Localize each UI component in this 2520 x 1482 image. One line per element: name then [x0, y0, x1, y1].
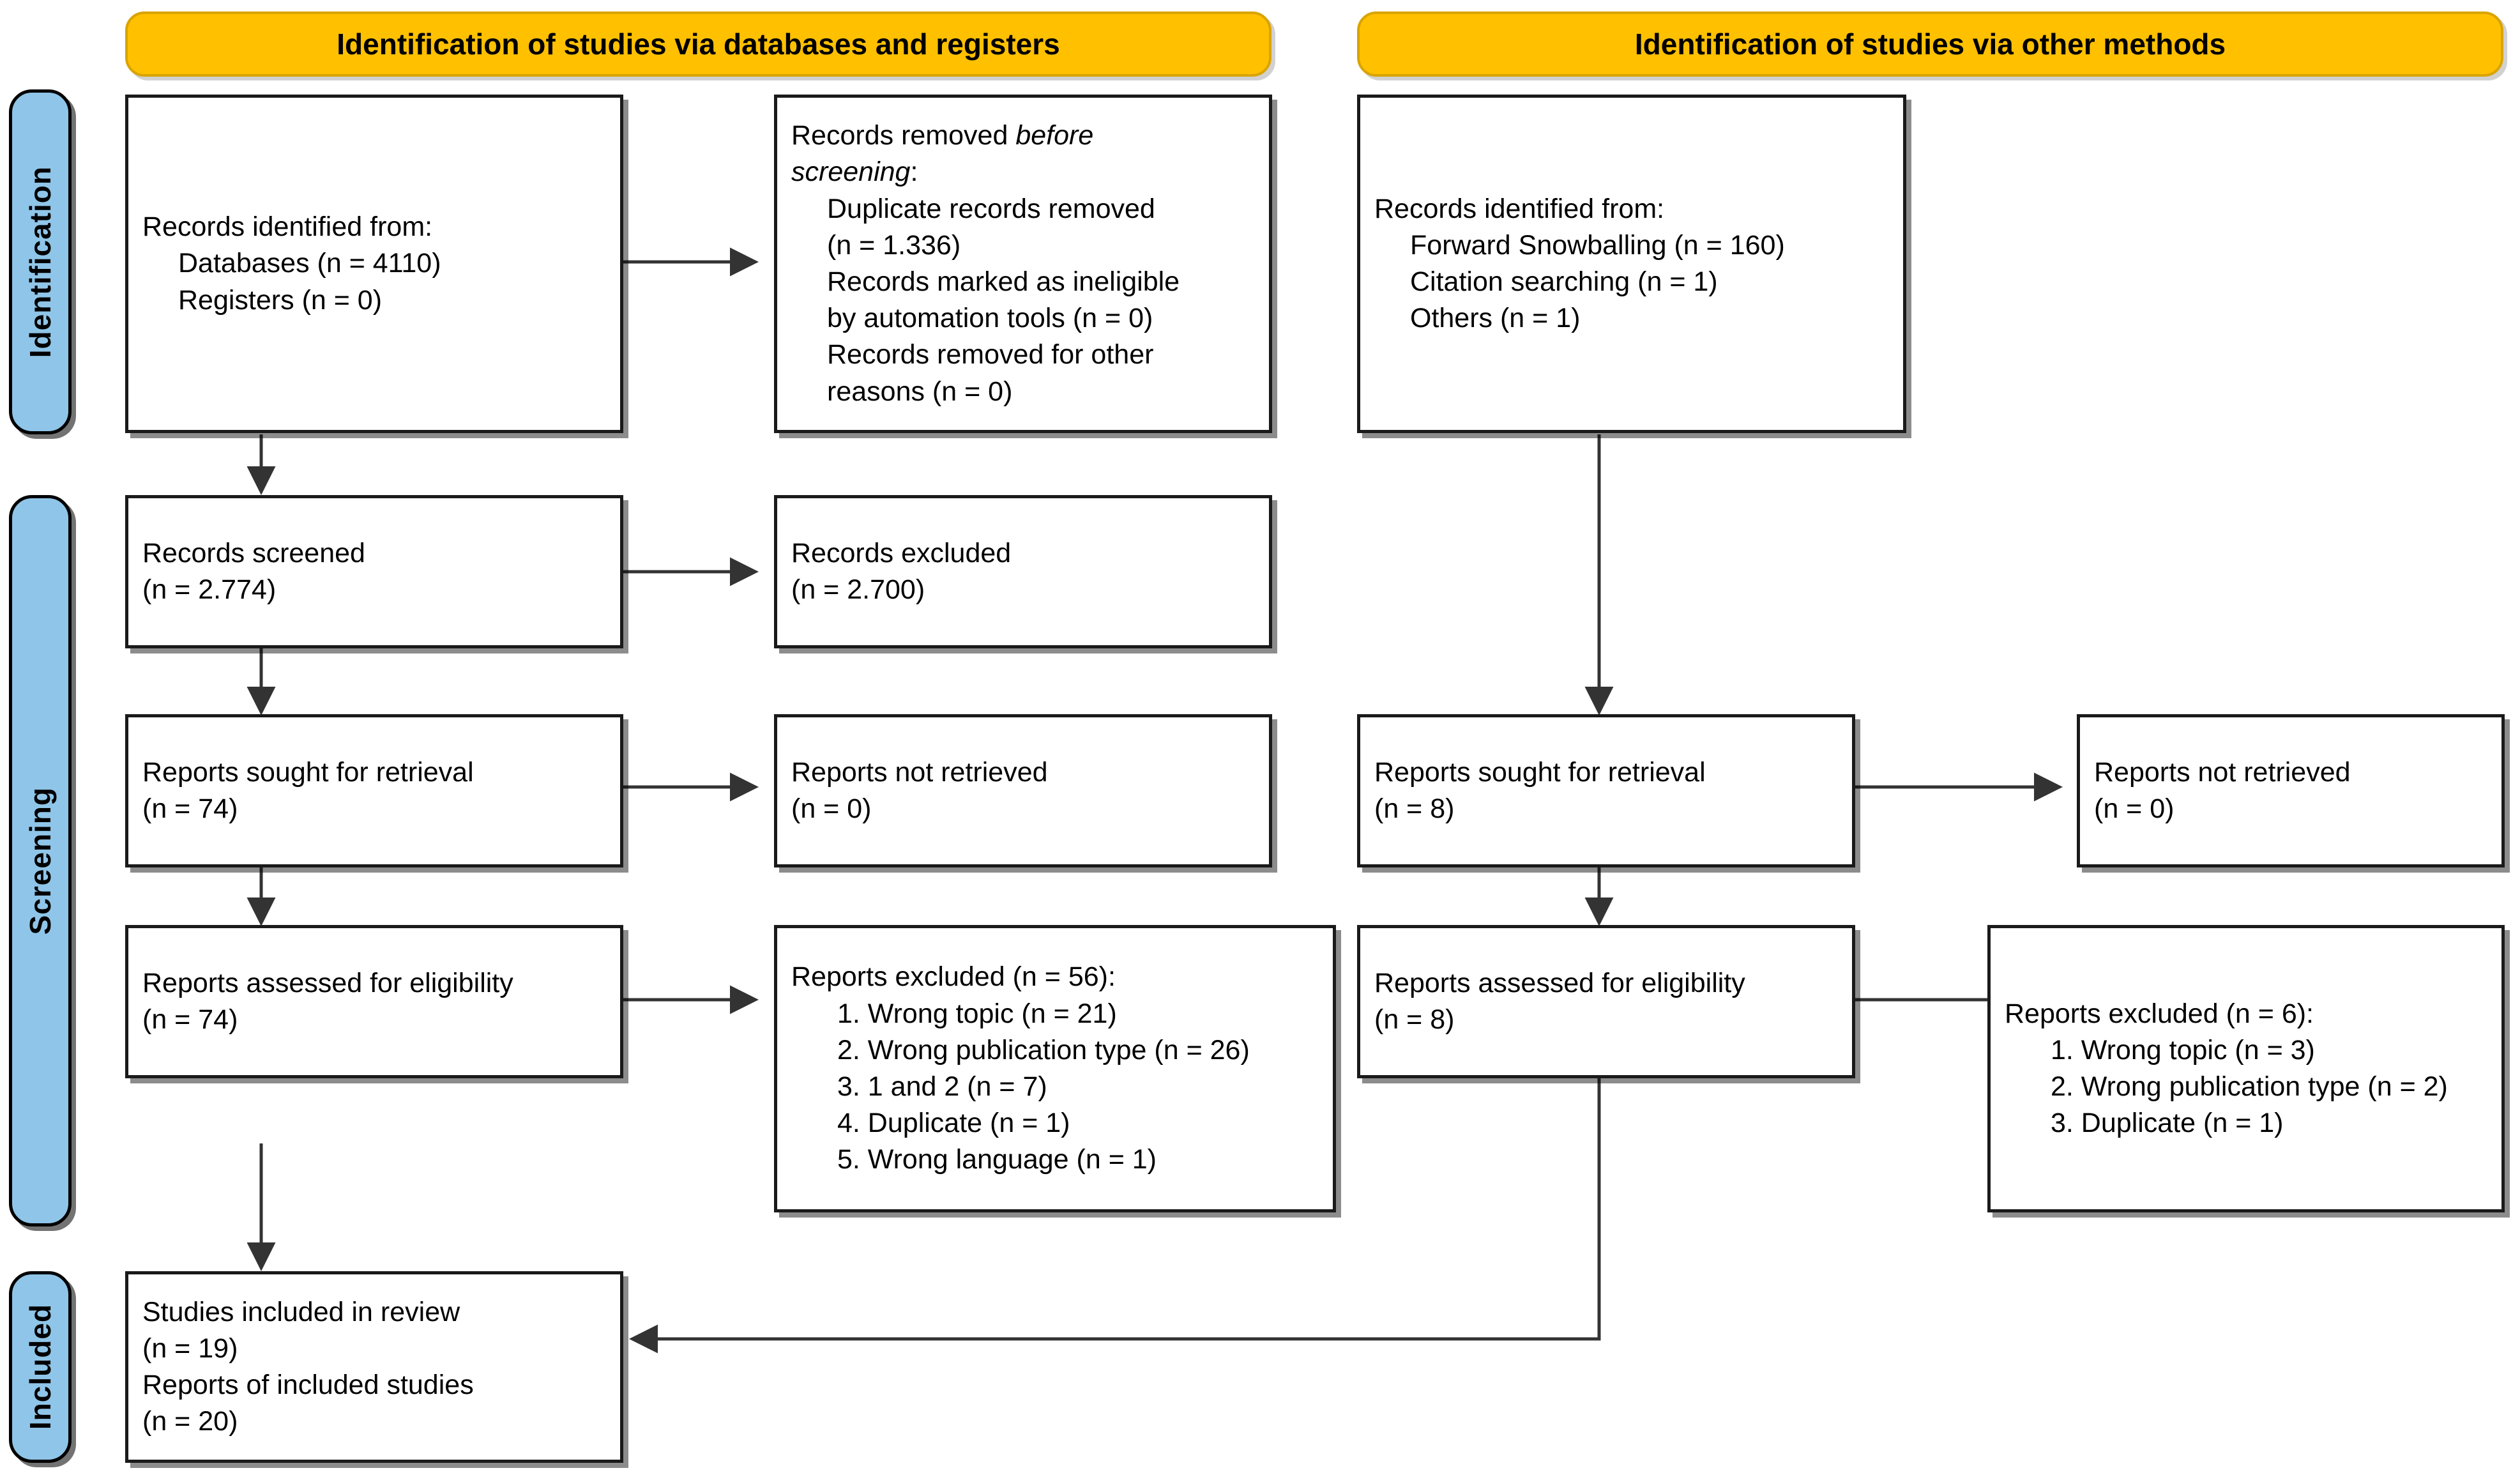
- box-records-identified-databases: Records identified from: Databases (n = …: [125, 95, 623, 433]
- box-reports-assessed-other: Reports assessed for eligibility (n = 8): [1357, 925, 1855, 1078]
- stage-label-screening: Screening: [9, 495, 72, 1226]
- box-line: 1. Wrong topic (n = 21): [837, 998, 1117, 1029]
- box-line: (n = 19): [142, 1333, 238, 1364]
- box-line: Others (n = 1): [1410, 303, 1581, 334]
- box-line: 5. Wrong language (n = 1): [837, 1144, 1157, 1175]
- stage-label-included-text: Included: [24, 1304, 57, 1430]
- box-line: 1. Wrong topic (n = 3): [2051, 1034, 2315, 1066]
- box-reports-not-retrieved-databases: Reports not retrieved (n = 0): [774, 714, 1272, 867]
- box-line: Reports of included studies: [142, 1370, 474, 1400]
- box-reports-assessed-databases: Reports assessed for eligibility (n = 74…: [125, 925, 623, 1078]
- box-line: Records identified from:: [1374, 193, 1665, 224]
- stage-label-identification: Identification: [9, 89, 72, 434]
- banner-databases-registers: Identification of studies via databases …: [125, 11, 1271, 77]
- box-line: Records excluded: [791, 537, 1012, 569]
- box-line: (n = 74): [142, 1004, 238, 1035]
- box-line: Records marked as ineligible: [827, 266, 1180, 297]
- box-line: 3. Duplicate (n = 1): [2051, 1108, 2284, 1139]
- box-line: 2. Wrong publication type (n = 26): [837, 1034, 1250, 1066]
- box-line: Reports assessed for eligibility: [1374, 967, 1745, 998]
- box-reports-not-retrieved-other: Reports not retrieved (n = 0): [2077, 714, 2505, 867]
- stage-label-included: Included: [9, 1271, 72, 1463]
- box-records-excluded: Records excluded (n = 2.700): [774, 495, 1272, 648]
- box-line: (n = 74): [142, 793, 238, 824]
- box-line: (n = 0): [2094, 793, 2175, 824]
- box-reports-sought-databases: Reports sought for retrieval (n = 74): [125, 714, 623, 867]
- box-line: Citation searching (n = 1): [1410, 266, 1718, 297]
- box-line: Records identified from:: [142, 211, 433, 243]
- banner-other-methods: Identification of studies via other meth…: [1357, 11, 2503, 77]
- box-line: Records screened: [142, 537, 365, 569]
- box-line: (n = 8): [1374, 1004, 1455, 1035]
- box-line: Reports not retrieved: [791, 756, 1048, 788]
- box-line: screening:: [791, 157, 918, 188]
- box-line: Forward Snowballing (n = 160): [1410, 229, 1785, 261]
- box-line: Reports excluded (n = 6):: [2005, 998, 2314, 1029]
- box-line: (n = 1.336): [827, 229, 961, 261]
- box-records-screened: Records screened (n = 2.774): [125, 495, 623, 648]
- box-line: 2. Wrong publication type (n = 2): [2051, 1071, 2448, 1102]
- box-records-identified-other: Records identified from: Forward Snowbal…: [1357, 95, 1906, 433]
- box-line: 4. Duplicate (n = 1): [837, 1108, 1070, 1139]
- box-line: Records removed before: [791, 120, 1094, 151]
- box-line: Studies included in review: [142, 1296, 460, 1327]
- box-line: Registers (n = 0): [178, 284, 383, 316]
- box-line: reasons (n = 0): [827, 376, 1013, 407]
- box-line: (n = 2.700): [791, 574, 925, 605]
- box-line: (n = 2.774): [142, 574, 277, 605]
- box-line: 3. 1 and 2 (n = 7): [837, 1071, 1047, 1102]
- box-line: by automation tools (n = 0): [827, 303, 1153, 334]
- box-line: Reports assessed for eligibility: [142, 967, 513, 998]
- box-line: (n = 20): [142, 1406, 238, 1437]
- box-records-removed-before-screening: Records removed before screening: Duplic…: [774, 95, 1272, 433]
- banner-other-methods-text: Identification of studies via other meth…: [1634, 27, 2226, 61]
- box-line: Reports sought for retrieval: [1374, 756, 1706, 788]
- stage-label-screening-text: Screening: [24, 786, 57, 935]
- box-reports-excluded-other: Reports excluded (n = 6): 1. Wrong topic…: [1987, 925, 2505, 1212]
- box-line: (n = 8): [1374, 793, 1455, 824]
- box-studies-included: Studies included in review (n = 19) Repo…: [125, 1271, 623, 1463]
- box-line: Records removed for other: [827, 339, 1154, 370]
- box-line: Reports sought for retrieval: [142, 756, 474, 788]
- box-line: Databases (n = 4110): [178, 248, 441, 279]
- box-line: (n = 0): [791, 793, 872, 824]
- box-line: Reports not retrieved: [2094, 756, 2351, 788]
- box-line: Reports excluded (n = 56):: [791, 961, 1116, 993]
- banner-databases-registers-text: Identification of studies via databases …: [337, 27, 1060, 61]
- box-reports-sought-other: Reports sought for retrieval (n = 8): [1357, 714, 1855, 867]
- box-line: Duplicate records removed: [827, 193, 1155, 224]
- box-reports-excluded-databases: Reports excluded (n = 56): 1. Wrong topi…: [774, 925, 1336, 1212]
- stage-label-identification-text: Identification: [24, 165, 57, 358]
